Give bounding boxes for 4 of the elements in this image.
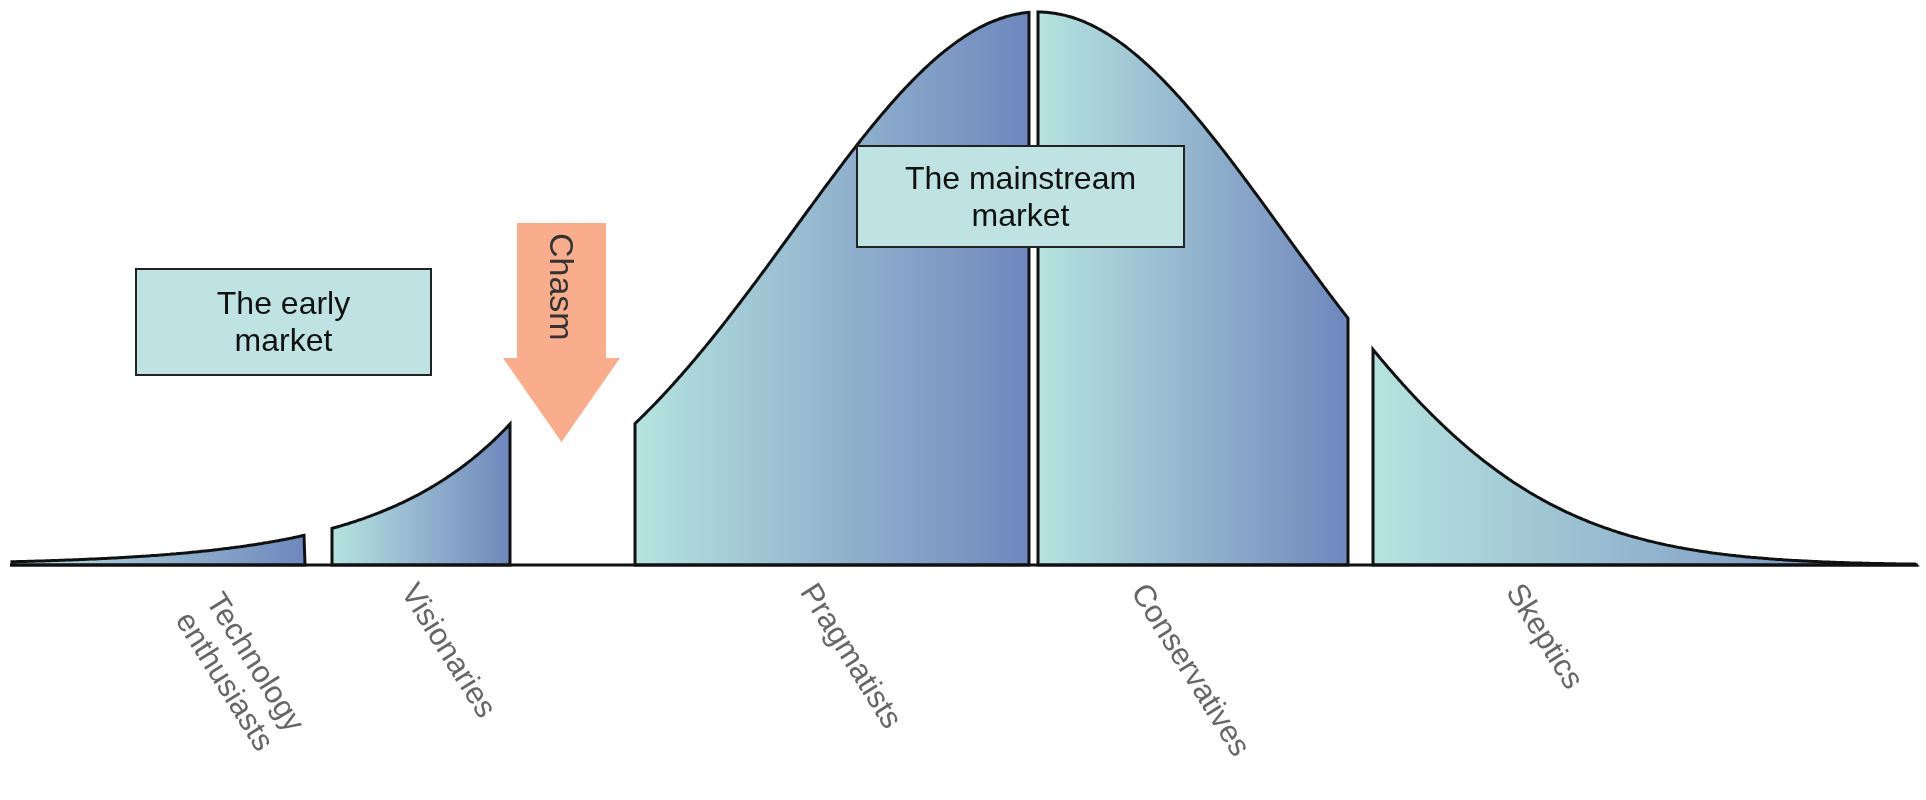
text-box: The mainstream market: [856, 145, 1185, 248]
chasm-arrow: [503, 223, 620, 442]
text-box: The early market: [135, 268, 432, 376]
chasm-label: Chasm: [541, 233, 581, 341]
